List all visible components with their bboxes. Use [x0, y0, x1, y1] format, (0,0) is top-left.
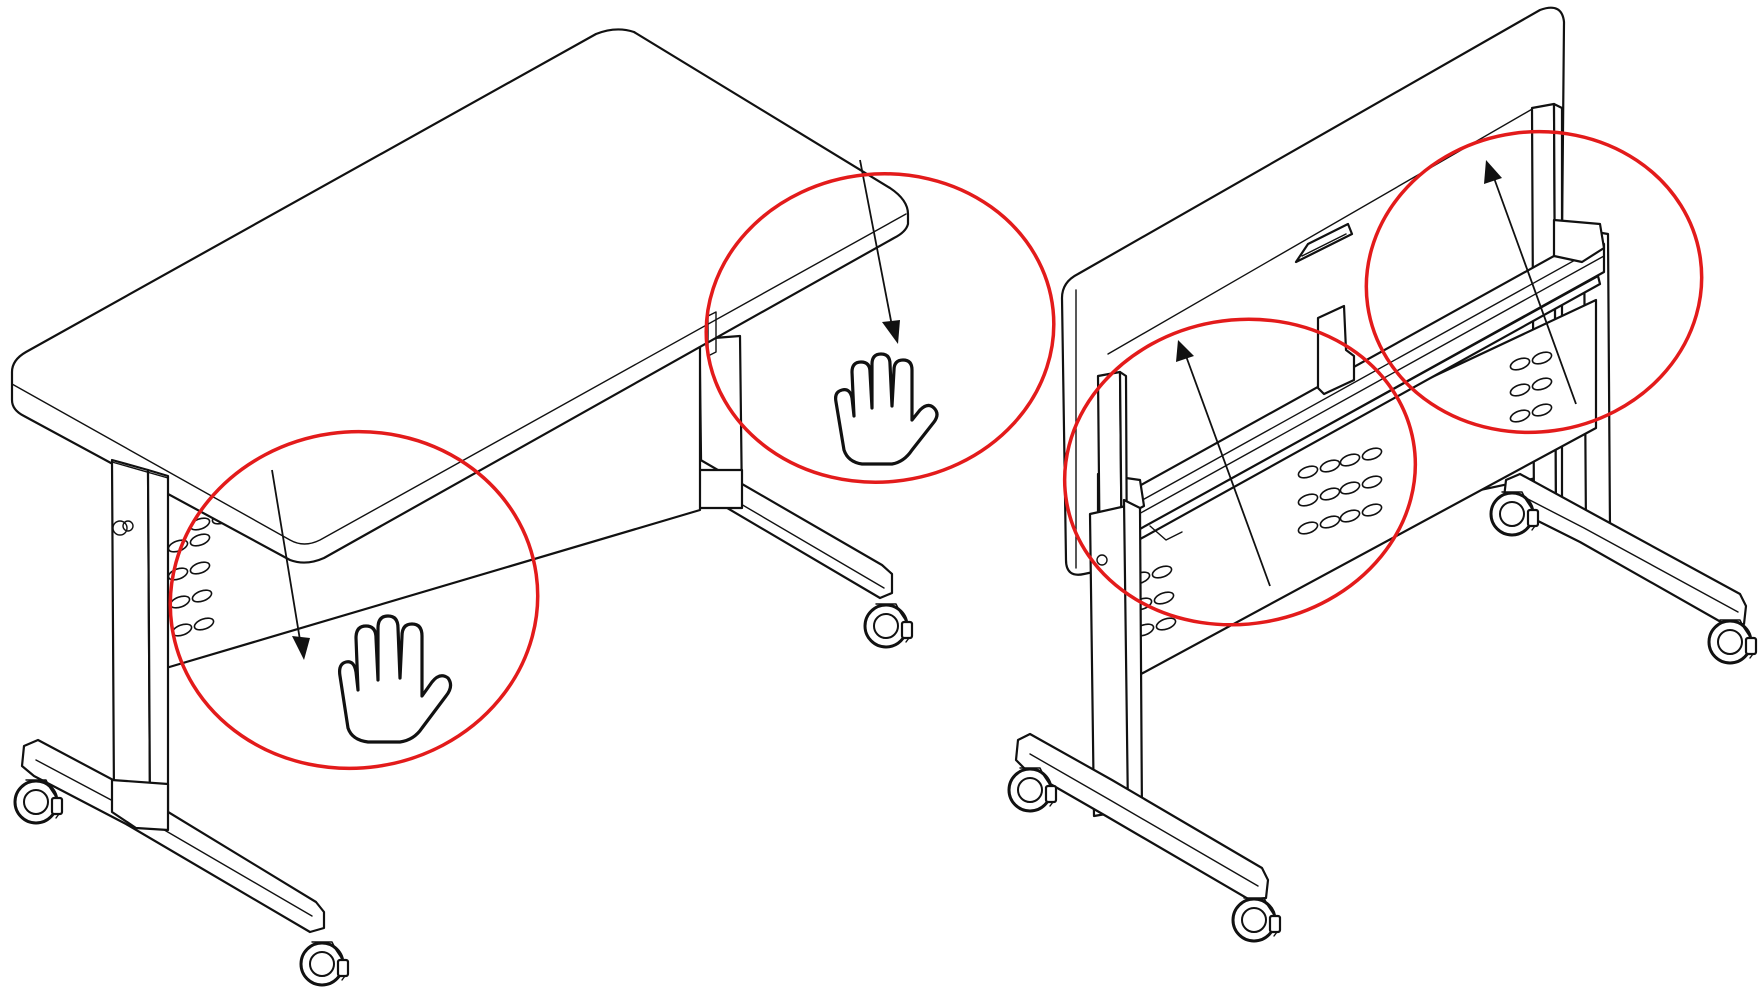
highlight-circle [168, 429, 540, 771]
push-down-arrow [271, 469, 310, 660]
hand-icon [338, 614, 453, 744]
near-leg-folded [1014, 370, 1270, 902]
table-top [10, 28, 910, 564]
caster-icon [299, 940, 350, 987]
near-leg [20, 458, 326, 934]
caster-icon [1707, 618, 1758, 665]
push-down-arrow [859, 159, 900, 344]
highlight-circle [1364, 129, 1704, 435]
lift-up-arrow [1484, 160, 1577, 405]
lift-up-arrow [1176, 340, 1271, 587]
highlight-circle [1062, 317, 1418, 627]
table-folded [1007, 6, 1758, 943]
highlight-circle [704, 172, 1056, 484]
caster-icon [863, 602, 914, 649]
table-open [10, 28, 1056, 987]
caster-icon [1231, 896, 1282, 943]
hand-icon [834, 352, 939, 466]
